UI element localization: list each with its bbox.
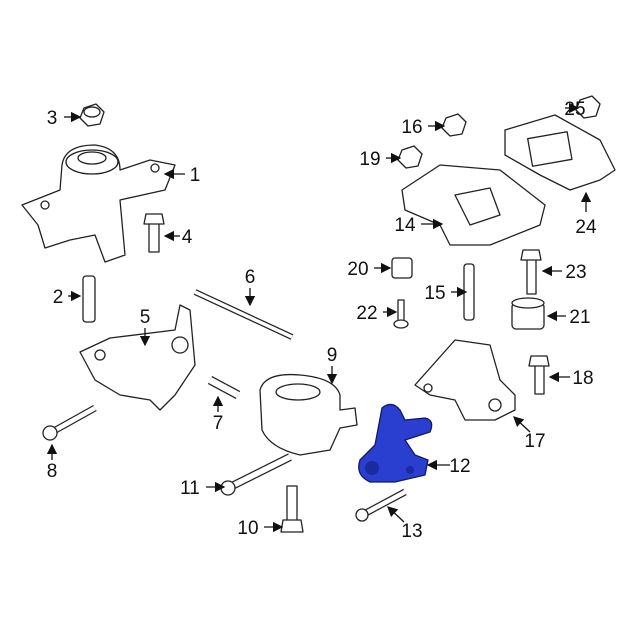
callout-number: 25 [564, 99, 585, 120]
callout-number: 8 [47, 461, 58, 482]
part-21-bushing [511, 297, 545, 330]
callout-6: 6 [245, 267, 256, 307]
part-16-nut [441, 113, 467, 137]
callout-4: 4 [163, 227, 193, 248]
callout-number: 17 [524, 431, 545, 452]
callouts: 1234567891011121314151617181920212223242… [47, 99, 597, 542]
callout-number: 4 [182, 227, 193, 248]
callout-16: 16 [401, 117, 446, 138]
callout-number: 2 [53, 287, 64, 308]
part-18-bolt [528, 355, 550, 395]
callout-7: 7 [213, 395, 224, 434]
callout-number: 22 [356, 303, 377, 324]
callout-number: 16 [401, 117, 422, 138]
callout-13: 13 [387, 506, 423, 542]
callout-number: 15 [424, 283, 445, 304]
callout-number: 14 [394, 215, 416, 236]
callout-25: 25 [564, 99, 585, 120]
callout-11: 11 [180, 478, 226, 499]
callout-number: 6 [245, 267, 256, 288]
callout-number: 9 [327, 345, 338, 366]
callout-19: 19 [359, 149, 402, 170]
part-4-bolt [143, 213, 165, 253]
callout-10: 10 [237, 518, 284, 539]
callout-9: 9 [327, 345, 338, 385]
callout-number: 23 [565, 262, 586, 283]
part-11-bolt [220, 453, 292, 496]
part-3-nut [79, 103, 105, 127]
callout-number: 19 [359, 149, 380, 170]
callout-21: 21 [546, 307, 591, 328]
part-13-bolt [355, 488, 407, 522]
part-23-bolt [520, 249, 542, 295]
callout-number: 20 [347, 259, 368, 280]
part-6-rod [193, 289, 294, 340]
callout-number: 10 [237, 518, 258, 539]
part-1-engine-mount [21, 144, 176, 263]
callout-3: 3 [47, 108, 82, 129]
callout-20: 20 [347, 259, 392, 280]
callout-2: 2 [53, 287, 82, 308]
callout-number: 5 [140, 307, 151, 328]
part-19-nut [397, 145, 423, 169]
callout-24: 24 [575, 191, 597, 238]
callout-number: 13 [401, 521, 422, 542]
callout-18: 18 [548, 368, 594, 389]
part-20-clip [391, 257, 413, 279]
callout-8: 8 [47, 443, 58, 482]
part-8-bolt [42, 404, 97, 441]
callout-number: 7 [213, 413, 224, 434]
callout-number: 24 [575, 217, 597, 238]
part-10-bolt [280, 485, 304, 533]
callout-number: 3 [47, 108, 58, 129]
part-14-mount [401, 164, 546, 246]
callout-5: 5 [140, 307, 151, 347]
part-5-bracket [79, 304, 196, 411]
part-9-mount [259, 373, 358, 456]
callout-number: 12 [449, 456, 470, 477]
part-7-bolt [207, 376, 241, 399]
callout-23: 23 [541, 262, 587, 283]
callout-arrow [387, 506, 405, 523]
part-2-stud [82, 275, 96, 323]
callout-number: 18 [572, 368, 593, 389]
callout-15: 15 [424, 283, 468, 304]
callout-number: 11 [180, 478, 200, 499]
callout-22: 22 [356, 303, 398, 324]
callout-arrow [513, 416, 531, 433]
callout-14: 14 [394, 215, 444, 236]
part-17-bracket [414, 339, 516, 421]
callout-1: 1 [163, 165, 201, 186]
part-24-bracket [504, 114, 616, 191]
part-12-highlighted-mount [358, 403, 433, 483]
callout-12: 12 [426, 456, 471, 477]
callout-number: 21 [569, 307, 590, 328]
callout-number: 1 [190, 165, 201, 186]
callout-17: 17 [513, 416, 546, 452]
part-22-bolt [393, 299, 409, 329]
